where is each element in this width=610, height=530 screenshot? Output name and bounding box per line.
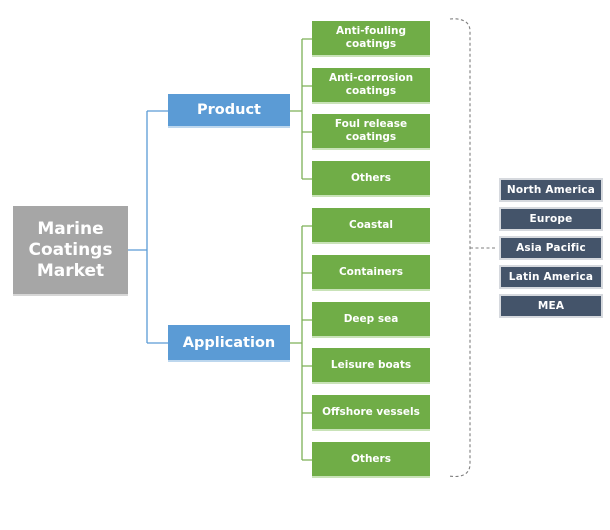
segment-anti-fouling-coatings: Anti-fouling coatings <box>312 21 430 57</box>
segments-to-regions-dashed-bracket <box>448 18 497 478</box>
segment-offshore-vessels: Offshore vessels <box>312 395 430 431</box>
segment-anti-corrosion-coatings: Anti-corrosion coatings <box>312 68 430 104</box>
product-to-segments-connector <box>290 38 312 180</box>
category-product: Product <box>168 94 290 128</box>
segment-application-others: Others <box>312 442 430 478</box>
application-to-segments-connector <box>290 225 312 461</box>
segment-leisure-boats: Leisure boats <box>312 348 430 384</box>
segment-containers: Containers <box>312 255 430 291</box>
category-application: Application <box>168 325 290 362</box>
region-asia-pacific: Asia Pacific <box>499 236 603 260</box>
segment-product-others: Others <box>312 161 430 197</box>
region-latin-america: Latin America <box>499 265 603 289</box>
segment-deep-sea: Deep sea <box>312 302 430 338</box>
root-to-categories-connector <box>128 110 168 344</box>
segment-foul-release-coatings: Foul release coatings <box>312 114 430 150</box>
region-mea: MEA <box>499 294 603 318</box>
root-node-marine-coatings-market: Marine Coatings Market <box>13 206 128 296</box>
segment-coastal: Coastal <box>312 208 430 244</box>
region-europe: Europe <box>499 207 603 231</box>
region-north-america: North America <box>499 178 603 202</box>
